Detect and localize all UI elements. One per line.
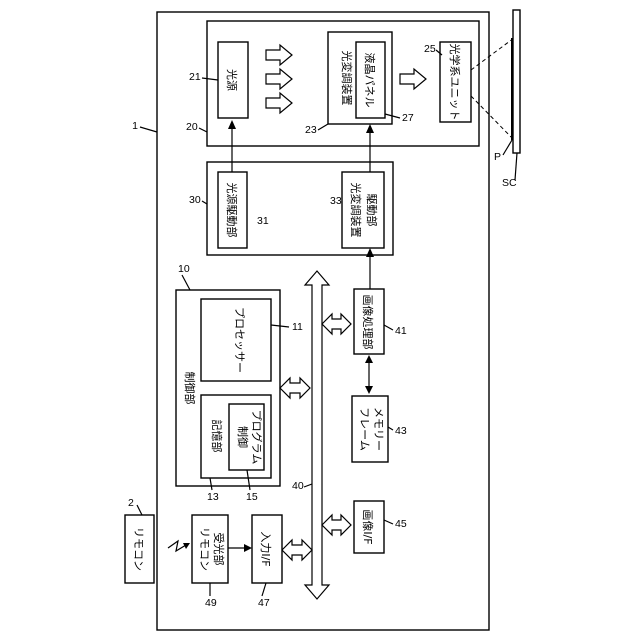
ref-optical-system-unit: 25 xyxy=(424,43,436,55)
ref-frame-memory: 43 xyxy=(395,425,407,437)
ref-driver-section: 30 xyxy=(189,194,201,206)
ref-image: P xyxy=(494,151,501,163)
image-processing-unit-label: 画像処理部 xyxy=(361,295,375,350)
frame-memory-label-2: メモリー xyxy=(372,407,385,451)
light-modulator-driver-label-2: 駆動部 xyxy=(365,194,379,227)
ref-remote-receiver: 49 xyxy=(205,597,217,609)
image-if-label: 画像I/F xyxy=(361,509,374,544)
leader-image xyxy=(503,140,512,155)
ref-light-modulator: 23 xyxy=(305,124,317,136)
light-modulator-driver-label-1: 光変調装置 xyxy=(349,183,363,238)
ref-remote-control: 2 xyxy=(128,497,134,509)
ref-processor: 11 xyxy=(292,321,303,333)
ref-image-if: 45 xyxy=(395,518,407,530)
storage-unit-label: 記憶部 xyxy=(210,420,224,453)
ref-liquid-crystal-panel: 27 xyxy=(402,112,414,124)
light-modulator-label: 光変調装置 xyxy=(340,51,354,106)
remote-receiver-label-1: リモコン xyxy=(198,527,211,571)
ref-storage-unit: 13 xyxy=(207,491,219,503)
ref-projection-unit: 20 xyxy=(186,121,198,133)
ref-projector: 1 xyxy=(132,120,138,132)
liquid-crystal-panel-label: 液晶パネル xyxy=(363,53,377,108)
remote-control-label: リモコン xyxy=(132,527,145,571)
ref-control-unit: 10 xyxy=(178,263,190,275)
processor-label: プロセッサー xyxy=(233,307,246,373)
ref-bus: 40 xyxy=(292,480,304,492)
control-program-label-1: 制御 xyxy=(236,426,250,448)
ref-control-program: 15 xyxy=(246,491,258,503)
remote-receiver-label-2: 受光部 xyxy=(212,533,226,566)
optical-system-unit-label: 光学系ユニット xyxy=(448,44,462,121)
input-if-label: 入力I/F xyxy=(259,531,272,566)
ref-input-if: 47 xyxy=(258,597,270,609)
control-program-label-2: プログラム xyxy=(250,410,264,465)
leader-remote-control xyxy=(137,505,142,515)
ref-light-source-driver: 31 xyxy=(257,215,269,227)
ref-light-modulator-driver: 33 xyxy=(330,195,342,207)
screen xyxy=(513,10,520,153)
frame-memory-label-1: フレーム xyxy=(358,407,371,451)
ref-light-source: 21 xyxy=(189,71,201,83)
control-unit-label: 制御部 xyxy=(183,372,197,405)
leader-screen xyxy=(515,153,517,180)
light-source-driver-label: 光源駆動部 xyxy=(225,183,239,238)
light-source-label: 光源 xyxy=(225,69,239,91)
leader-projector xyxy=(140,127,157,132)
ref-image-processing-unit: 41 xyxy=(395,325,407,337)
